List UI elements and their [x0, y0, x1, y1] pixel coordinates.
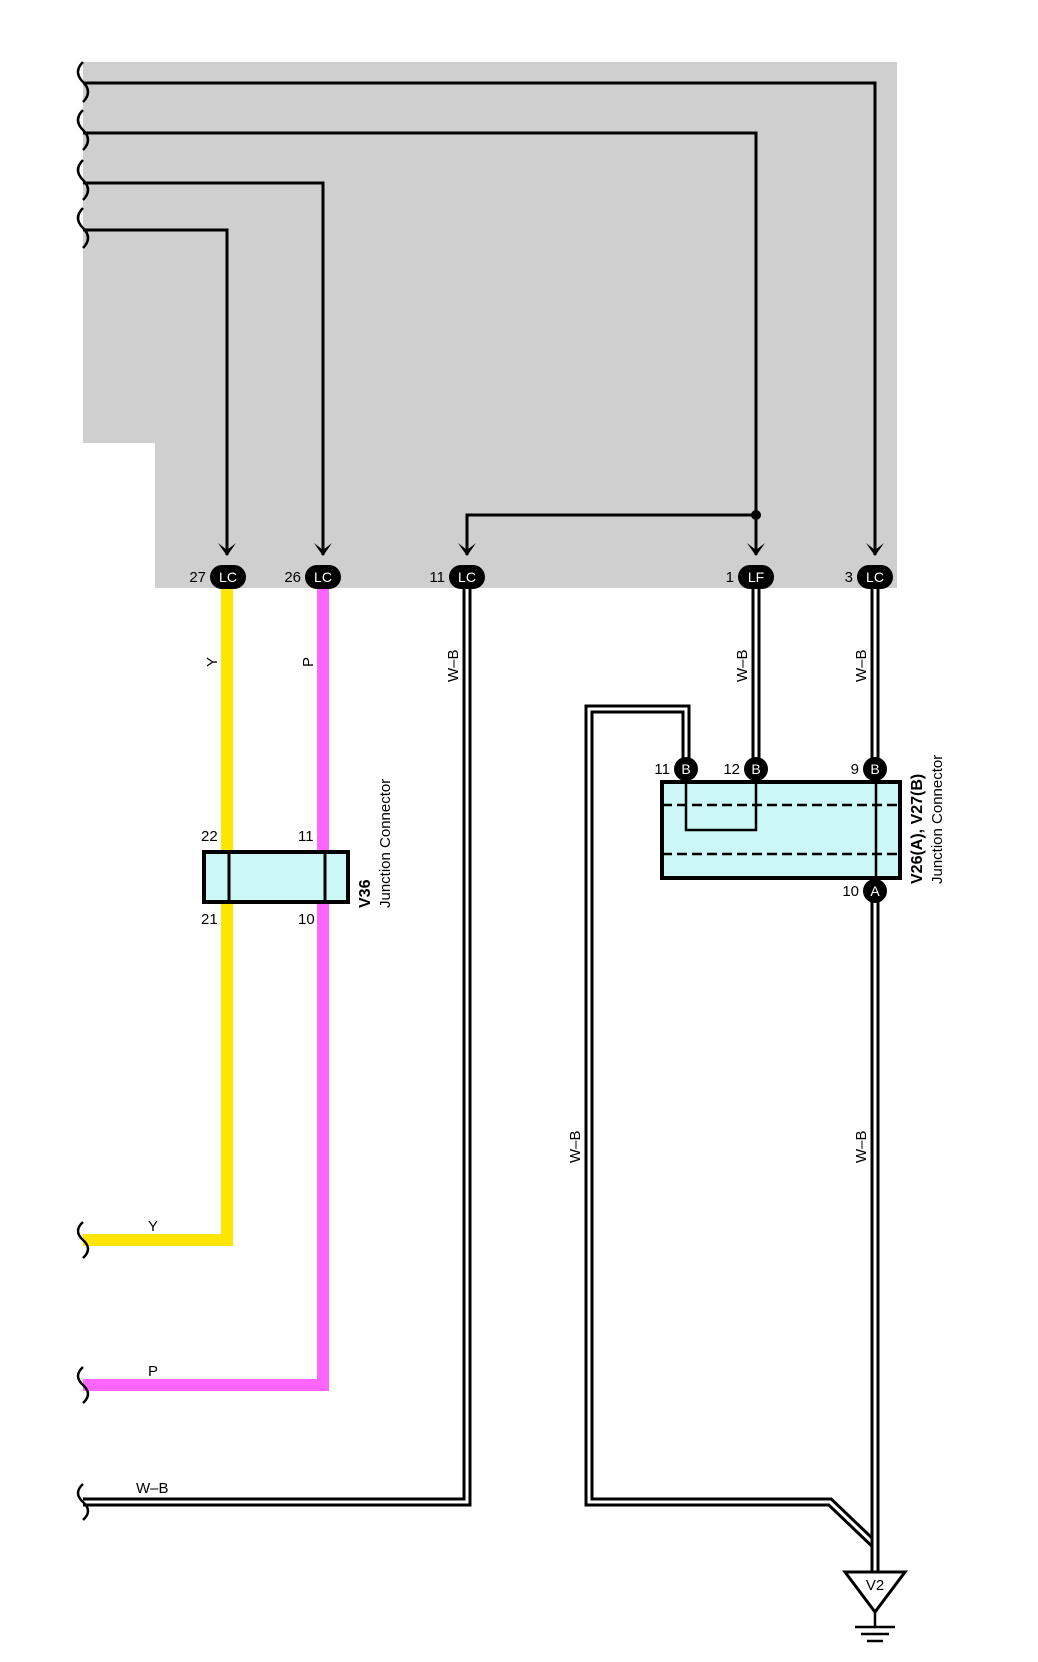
panel-internal-wires — [83, 81, 877, 555]
v26-pin-11: B 11 — [654, 757, 698, 781]
svg-text:9: 9 — [851, 761, 859, 778]
top-connector-26: LC 26 — [284, 565, 341, 589]
svg-text:11: 11 — [654, 761, 670, 778]
connector-pin: 27 — [189, 569, 206, 586]
connector-pin: 11 — [429, 569, 445, 586]
v26-name: V26(A), V27(B) — [909, 774, 926, 884]
wire-label-wb: W–B — [136, 1480, 169, 1497]
ground-v2: V2 — [842, 1570, 908, 1643]
v26-v27-connector: B 11 B 12 B 9 A 10 V26(A), V27(B) Juncti… — [654, 755, 946, 903]
connector-code: LC — [314, 569, 332, 585]
connector-code: LC — [866, 569, 884, 585]
connector-code: LC — [458, 569, 476, 585]
v36-subtitle: Junction Connector — [377, 779, 394, 908]
v26-subtitle: Junction Connector — [929, 755, 946, 884]
wire-label-wb: W–B — [853, 649, 870, 682]
connector-pin: 3 — [845, 569, 853, 586]
wire-label-wb: W–B — [734, 649, 751, 682]
v36-pin-10: 10 — [298, 911, 315, 928]
wire-break-marks — [76, 1221, 90, 1521]
wb-wires — [83, 589, 880, 1582]
v26-pin-9: B 9 — [851, 757, 887, 781]
splice-point — [751, 510, 761, 520]
wire-label-y: Y — [148, 1218, 158, 1235]
connector-code: LC — [219, 569, 237, 585]
svg-text:10: 10 — [842, 883, 859, 900]
wire-label-wb: W–B — [853, 1130, 870, 1163]
yellow-wire — [83, 589, 233, 1246]
top-connector-1: LF 1 — [726, 565, 774, 589]
connector-pin: 26 — [284, 569, 301, 586]
connector-code: LF — [748, 569, 764, 585]
wire-label-p: P — [300, 657, 317, 667]
svg-text:B: B — [870, 761, 879, 777]
ecu-panel — [83, 62, 897, 588]
v36-pin-21: 21 — [201, 911, 218, 928]
svg-text:B: B — [751, 761, 760, 777]
top-connector-11: LC 11 — [429, 565, 485, 589]
ground-label: V2 — [866, 1577, 884, 1594]
v26-pin-10: A 10 — [842, 879, 887, 903]
connector-arrowheads — [218, 543, 884, 556]
top-connector-27: LC 27 — [189, 565, 246, 589]
v36-pin-22: 22 — [201, 828, 218, 845]
wire-label-wb: W–B — [445, 649, 462, 682]
top-connector-3: LC 3 — [845, 565, 893, 589]
v36-pin-11: 11 — [298, 828, 314, 845]
connector-pin: 1 — [726, 569, 734, 586]
svg-text:A: A — [870, 883, 880, 899]
v36-connector: 22 11 21 10 V36 Junction Connector — [201, 779, 394, 928]
wire-label-p: P — [148, 1363, 158, 1380]
wire-label-wb: W–B — [567, 1130, 584, 1163]
pink-wire — [83, 589, 329, 1391]
svg-text:12: 12 — [723, 761, 740, 778]
svg-text:B: B — [681, 761, 690, 777]
wire-label-y: Y — [204, 657, 221, 667]
v26-pin-12: B 12 — [723, 757, 768, 781]
v36-name: V36 — [357, 879, 374, 908]
